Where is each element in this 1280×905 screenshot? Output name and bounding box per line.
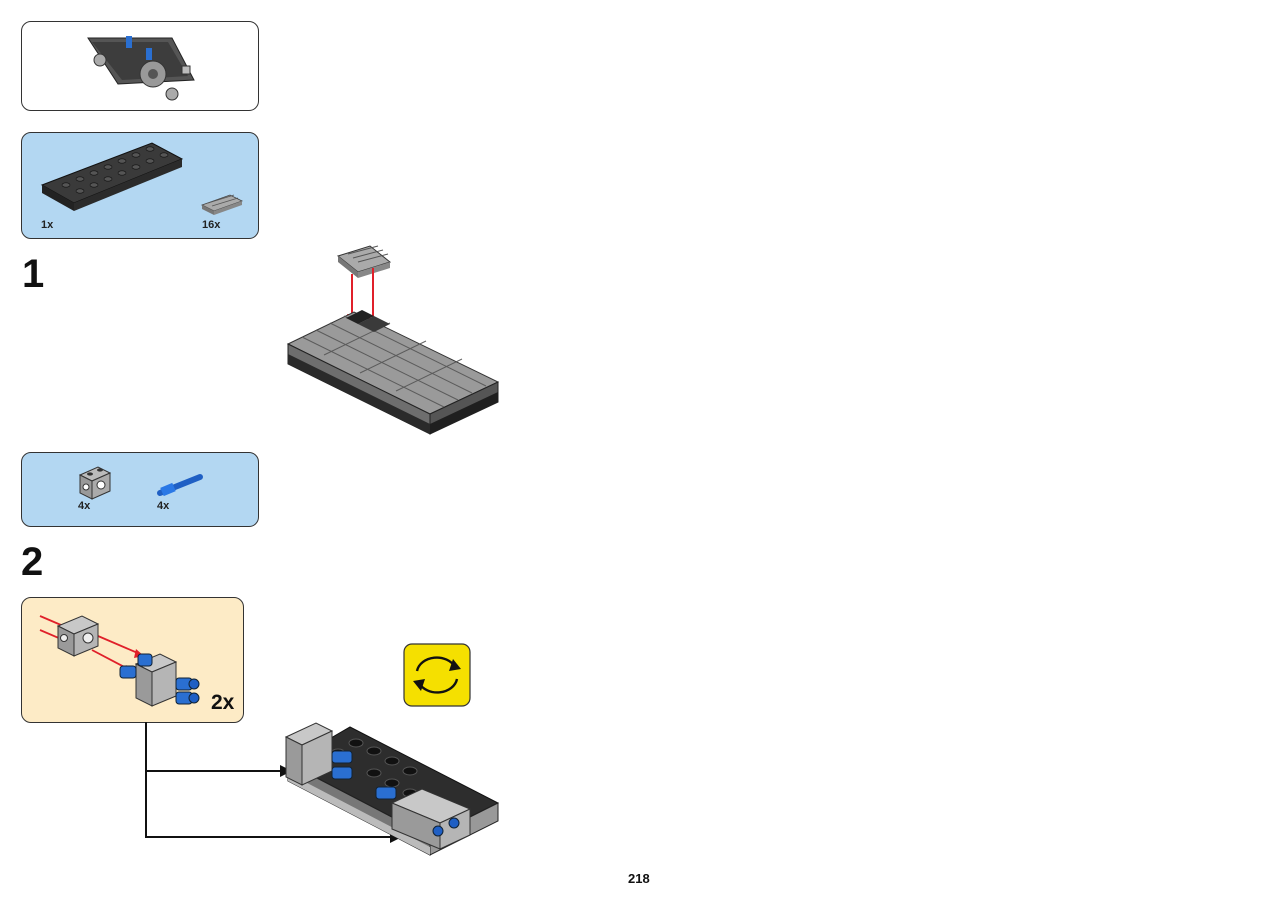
preview-box [21,21,259,111]
plate-4x8-icon [40,142,184,211]
step-number-1: 1 [22,252,45,296]
part-qty-brick: 4x [78,500,91,512]
subassembly-callout: 2x [21,597,244,723]
grille-tile-icon [200,194,244,215]
technic-pin-icon [157,474,203,497]
step2-build-illustration [284,722,500,856]
page-number: 218 [628,871,650,886]
part-qty-plate: 1x [41,219,54,231]
chassis-preview-illustration [87,36,195,101]
step1-build-illustration [286,245,500,435]
part-qty-pin: 4x [157,500,170,512]
parts-list-step2: 4x 4x [21,452,259,527]
parts-list-step1: 1x 16x [21,132,259,239]
rotate-model-icon [403,643,471,707]
technic-brick-icon [78,466,112,500]
part-qty-tile: 16x [202,219,221,231]
subassembly-illustration [39,615,200,707]
step-number-2: 2 [21,540,44,584]
subassembly-multiplier: 2x [211,691,235,714]
